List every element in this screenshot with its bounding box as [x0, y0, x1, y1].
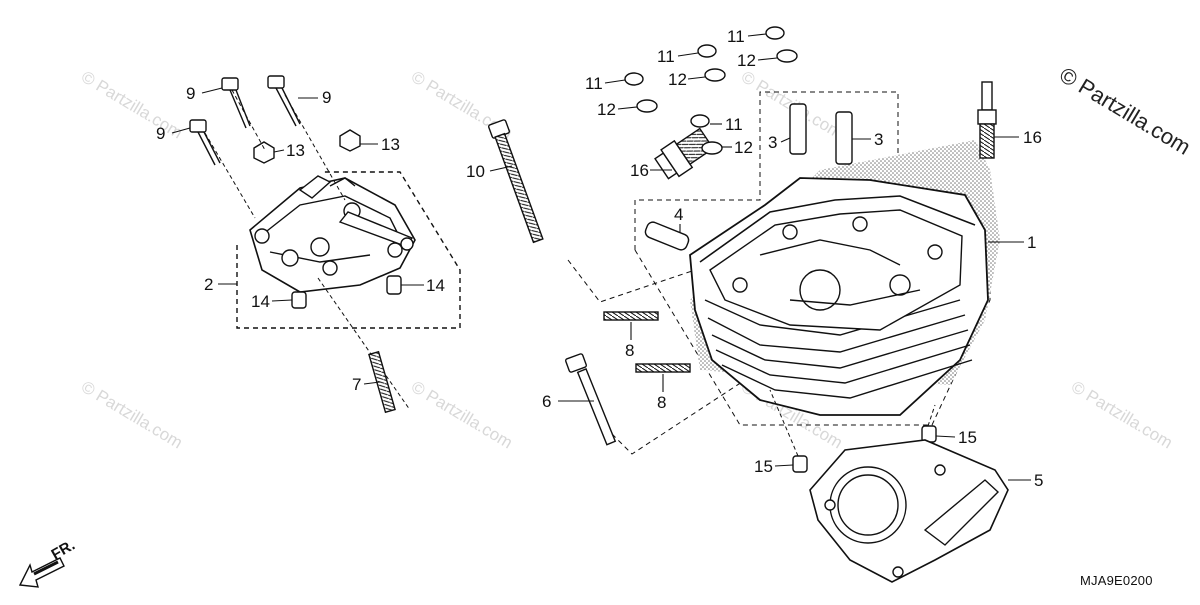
- watermark-text: © Partzilla.com: [78, 67, 186, 142]
- bolt: [189, 75, 301, 166]
- rocker-arm: [338, 211, 414, 247]
- callout-7: 7: [352, 375, 361, 394]
- valve-guide: [789, 103, 807, 155]
- valve-guide: [835, 111, 853, 165]
- callout-12: 12: [668, 70, 687, 89]
- callout-8: 8: [625, 341, 634, 360]
- callout-1: 1: [1027, 233, 1036, 252]
- stud: [635, 363, 691, 373]
- nut: [253, 141, 275, 164]
- bolt-shaft: [576, 368, 617, 446]
- callout-15: 15: [754, 457, 773, 476]
- watermark-pattern: © Partzilla.com © Partzilla.com © Partzi…: [78, 67, 1176, 452]
- nut: [339, 129, 361, 152]
- callout-16: 16: [1023, 128, 1042, 147]
- washer: [636, 49, 798, 155]
- cap-nut: [624, 26, 785, 128]
- leader-lines: [171, 33, 1031, 481]
- callout-11: 11: [657, 47, 675, 66]
- callout-13: 13: [381, 135, 400, 154]
- bolt-group: [488, 119, 746, 455]
- callout-15: 15: [958, 428, 977, 447]
- callout-5: 5: [1034, 471, 1043, 490]
- callout-14: 14: [426, 276, 445, 295]
- spark-plug: [654, 127, 715, 180]
- callout-16: 16: [630, 161, 649, 180]
- watermark-text: © Partzilla.com: [1068, 377, 1176, 452]
- spark-plug: [977, 81, 997, 159]
- stud: [603, 311, 659, 321]
- callout-12: 12: [737, 51, 756, 70]
- callout-13: 13: [286, 141, 305, 160]
- callout-8: 8: [657, 393, 666, 412]
- callout-3: 3: [768, 133, 777, 152]
- callout-labels: 9 9 9 13 13 2 14 14 7 10 8 8 6 11 12 11 …: [156, 27, 1043, 490]
- cylinder-head-group: [624, 26, 1009, 583]
- callout-9: 9: [186, 84, 195, 103]
- callout-3: 3: [874, 130, 883, 149]
- watermark-text: © Partzilla.com: [78, 377, 186, 452]
- callout-9: 9: [156, 124, 165, 143]
- callout-6: 6: [542, 392, 551, 411]
- direction-label: FR.: [49, 537, 78, 564]
- bolt: [565, 353, 587, 373]
- callout-9: 9: [322, 88, 331, 107]
- rocker-arm-holder-group: [189, 75, 461, 414]
- dowel-pin: [386, 275, 402, 295]
- callout-11: 11: [725, 115, 743, 134]
- callout-12: 12: [734, 138, 753, 157]
- bolt-shaft: [494, 132, 544, 244]
- callout-11: 11: [585, 74, 603, 93]
- watermark-text: © Partzilla.com: [408, 377, 516, 452]
- callout-12: 12: [597, 100, 616, 119]
- callout-14: 14: [251, 292, 270, 311]
- dowel-pin: [792, 455, 808, 473]
- callout-10: 10: [466, 162, 485, 181]
- diagram-code: MJA9E0200: [1080, 573, 1153, 588]
- stud-bolt: [368, 350, 396, 414]
- callout-4: 4: [674, 205, 683, 224]
- front-direction-indicator: FR.: [18, 537, 78, 588]
- callout-2: 2: [204, 275, 213, 294]
- valve-guide: [644, 221, 690, 251]
- dowel-pin: [291, 291, 307, 309]
- callout-11: 11: [727, 27, 745, 46]
